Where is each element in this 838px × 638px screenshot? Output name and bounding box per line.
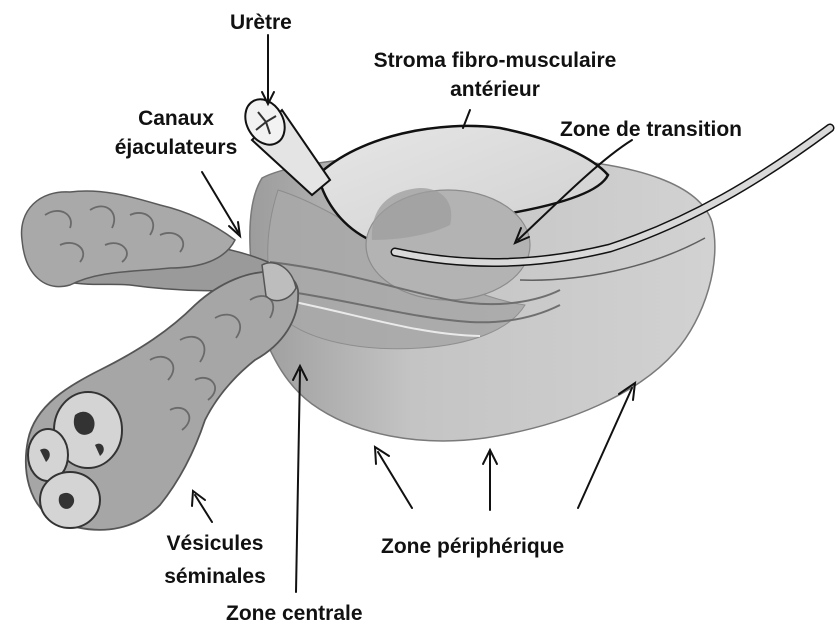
label-canaux-line1: Canaux — [96, 105, 256, 132]
label-uretre: Urètre — [230, 9, 292, 36]
label-canaux-line2: éjaculateurs — [96, 134, 256, 161]
label-zone-transition: Zone de transition — [560, 116, 742, 143]
label-vesicules-line2: séminales — [148, 563, 282, 590]
label-stroma-line1: Stroma fibro-musculaire — [343, 47, 647, 74]
label-stroma-line2: antérieur — [343, 76, 647, 103]
label-zone-peripherique: Zone périphérique — [381, 533, 564, 560]
label-vesicules-line1: Vésicules — [148, 530, 282, 557]
label-zone-centrale: Zone centrale — [226, 600, 363, 627]
